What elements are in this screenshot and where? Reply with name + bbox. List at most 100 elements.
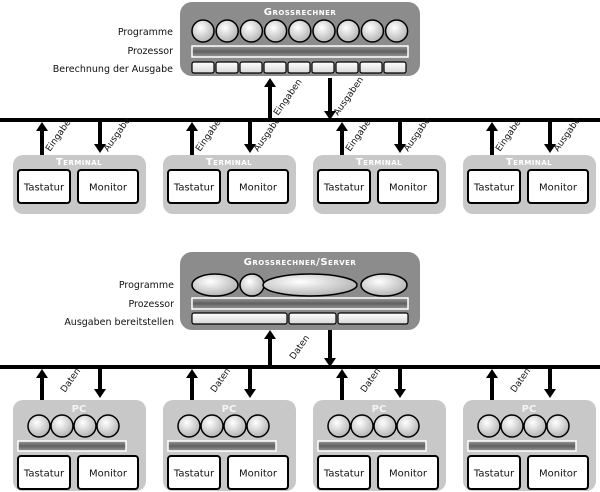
keyboard-label: Tastatur <box>323 469 365 480</box>
pc-up-arrow <box>36 369 48 400</box>
row-label: Programme <box>119 280 174 291</box>
program-circle <box>246 414 270 438</box>
program-circle <box>360 19 385 43</box>
pc-title: PC <box>522 404 537 415</box>
monitor-label: Monitor <box>539 183 578 194</box>
program-circle <box>312 19 336 43</box>
terminal-input-label: Eingabe <box>194 118 223 154</box>
monitor-label: Monitor <box>239 469 278 480</box>
program-circle <box>200 414 224 438</box>
monitor-frame <box>77 169 139 204</box>
keyboard: Tastatur <box>167 169 221 204</box>
arrow-head <box>36 122 48 131</box>
keyboard-frame <box>317 455 371 490</box>
terminal-output-arrow <box>394 122 406 153</box>
pc-title: PC <box>72 404 87 415</box>
pc-data-label: Daten <box>59 367 83 395</box>
pc-up-arrow <box>336 369 348 400</box>
monitor: Monitor <box>377 455 439 490</box>
keyboard: Tastatur <box>167 455 221 490</box>
program-circle <box>223 414 247 438</box>
data-down-arrow <box>324 330 336 367</box>
program-circle <box>350 414 374 438</box>
terminal-input-arrow <box>486 122 498 155</box>
pc-title: PC <box>222 404 237 415</box>
output-cell <box>383 61 407 74</box>
data-label: Daten <box>288 334 312 362</box>
pc-down-arrow <box>394 369 406 398</box>
monitor: Monitor <box>77 169 139 204</box>
arrow-head <box>186 369 198 378</box>
keyboard-frame <box>317 169 371 204</box>
row-label: Programme <box>118 27 173 38</box>
program-circle <box>73 414 97 438</box>
keyboard-label: Tastatur <box>473 469 515 480</box>
program-circle <box>336 19 360 43</box>
arrow-head <box>544 144 556 153</box>
row-label: Prozessor <box>127 46 173 57</box>
terminal-output-arrow <box>94 122 106 153</box>
output-label: Ausgaben <box>332 75 366 117</box>
mainframe: Grossrechner <box>180 2 420 76</box>
pc-up-arrow <box>186 369 198 400</box>
row-label: Prozessor <box>128 299 174 310</box>
keyboard-frame <box>467 169 521 204</box>
pc-down-arrow <box>94 369 106 398</box>
terminal-input-label: Eingabe <box>44 118 73 154</box>
arrow-head <box>244 144 256 153</box>
pc-data-label: Daten <box>509 367 533 395</box>
output-cell <box>287 61 311 74</box>
program-circle <box>477 414 501 438</box>
terminal-input-arrow <box>186 122 198 155</box>
keyboard: Tastatur <box>467 169 521 204</box>
arrow-head <box>544 389 556 398</box>
output-cell <box>359 61 383 74</box>
monitor-frame <box>527 455 589 490</box>
program-ellipse <box>360 273 408 297</box>
arrow-head <box>336 122 348 131</box>
monitor: Monitor <box>527 169 589 204</box>
keyboard: Tastatur <box>17 455 71 490</box>
monitor: Monitor <box>227 169 289 204</box>
keyboard-frame <box>167 169 221 204</box>
keyboard-label: Tastatur <box>173 469 215 480</box>
processor-bar <box>191 297 409 310</box>
monitor-frame <box>527 169 589 204</box>
terminal-output-arrow <box>544 122 556 153</box>
output-cell <box>311 61 335 74</box>
data-up-arrow <box>264 330 276 367</box>
pc-data-label: Daten <box>209 367 233 395</box>
program-circle <box>27 414 51 438</box>
arrow-head <box>94 144 106 153</box>
keyboard-label: Tastatur <box>473 183 515 194</box>
program-circle <box>288 19 312 43</box>
processor-bar <box>17 440 127 452</box>
program-circle <box>384 19 409 43</box>
program-circle <box>215 19 239 43</box>
pc-down-arrow <box>244 369 256 398</box>
monitor-label: Monitor <box>239 183 278 194</box>
monitor-frame <box>227 455 289 490</box>
program-circle <box>523 414 547 438</box>
arrow-head <box>264 330 276 339</box>
output-cell <box>337 312 409 325</box>
pc-up-arrow <box>486 369 498 400</box>
output-cell <box>191 312 288 325</box>
terminal-title: Terminal <box>206 157 252 168</box>
keyboard-frame <box>17 455 71 490</box>
output-cell <box>191 61 215 74</box>
arrow-head <box>394 144 406 153</box>
terminal-input-arrow <box>36 122 48 155</box>
arrow-head <box>394 389 406 398</box>
program-circle <box>96 414 120 438</box>
keyboard-label: Tastatur <box>173 183 215 194</box>
terminal-title: Terminal <box>356 157 402 168</box>
keyboard-frame <box>467 455 521 490</box>
processor-bar <box>317 440 427 452</box>
keyboard: Tastatur <box>467 455 521 490</box>
program-ellipse <box>262 273 358 297</box>
